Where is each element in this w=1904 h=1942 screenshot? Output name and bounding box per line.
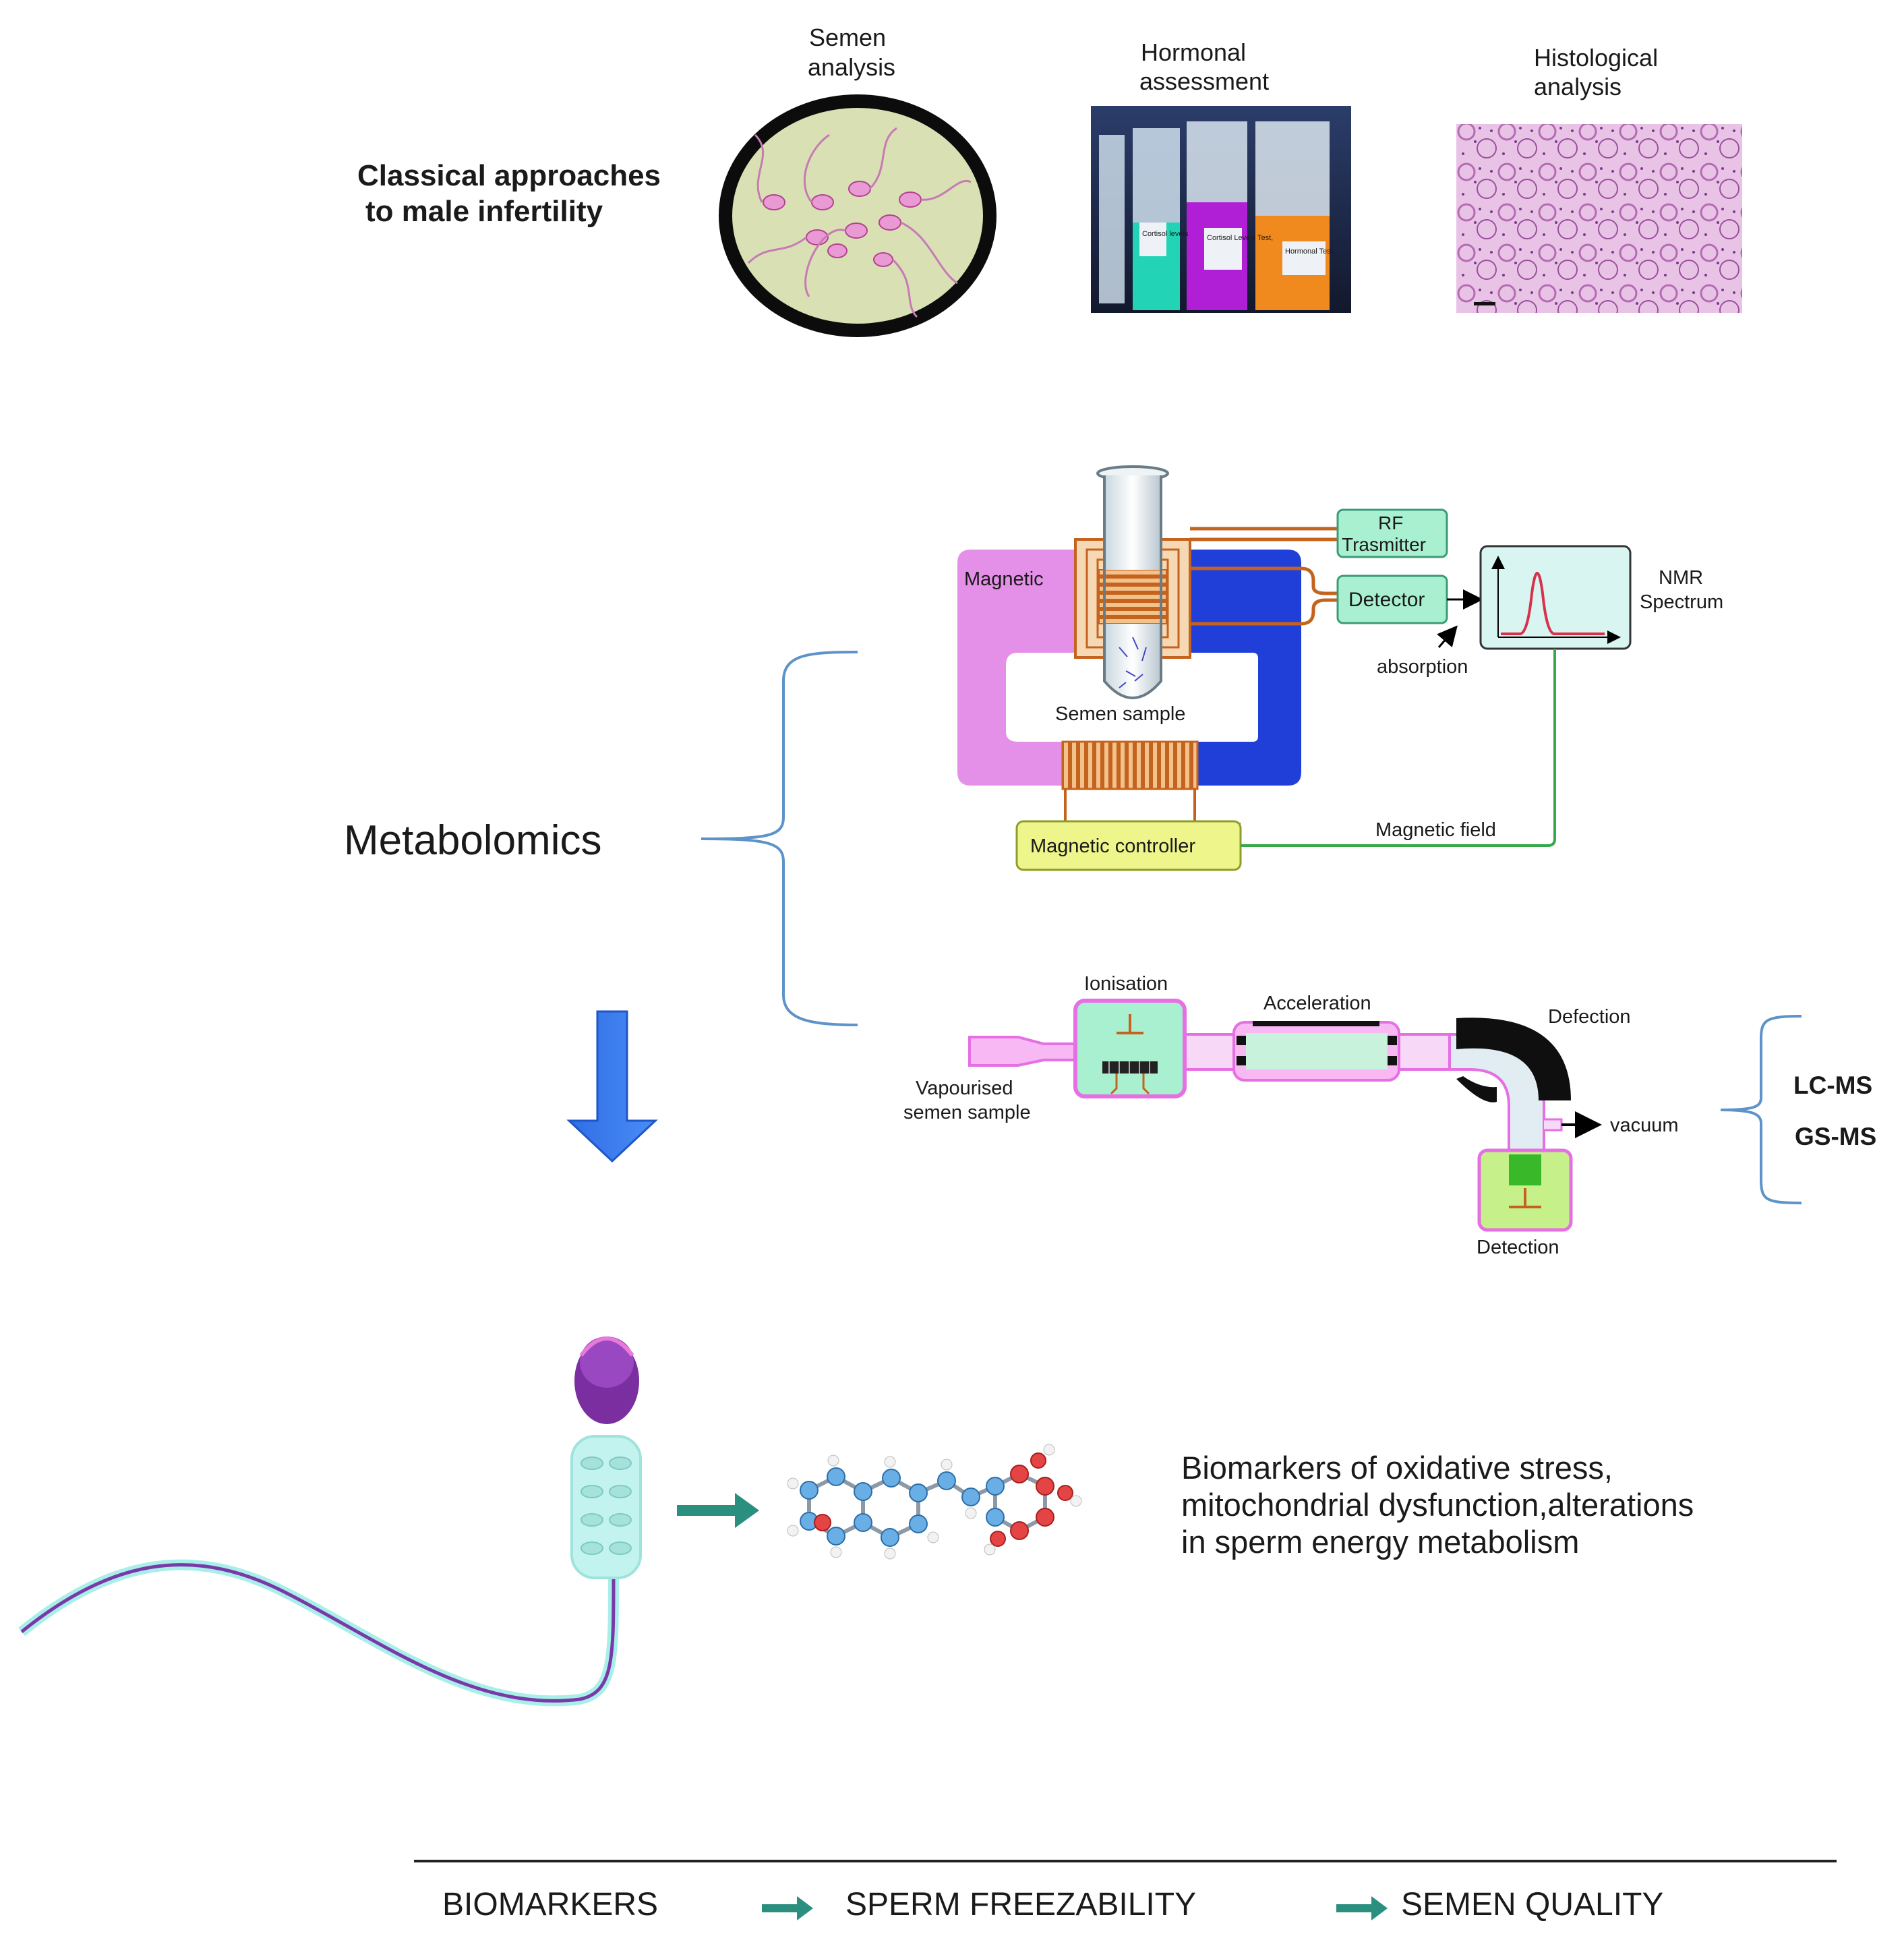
spectrum-peak (1501, 572, 1605, 635)
rf-label-1: RF (1378, 512, 1403, 533)
controller-label: Magnetic controller (1030, 835, 1195, 857)
microscope-view-image (719, 94, 996, 337)
test-tube-icon (1096, 465, 1169, 699)
vapour-label-1: Vapourised (916, 1078, 1013, 1099)
hormone-test-tubes-image: Cortisol levels Cortisol Levels Test, Ho… (1091, 106, 1351, 313)
semen-sample-label: Semen sample (1055, 703, 1185, 725)
acceleration-label: Acceleration (1263, 993, 1371, 1014)
gsms-label: GS-MS (1795, 1123, 1876, 1150)
rf-transmitter-box (1336, 508, 1448, 558)
biomarkers-line1: Biomarkers of oxidative stress, (1181, 1450, 1613, 1485)
down-arrow-icon (566, 1010, 658, 1163)
magnetic-field-line (1241, 649, 1556, 847)
teal-arrow-icon (677, 1493, 759, 1528)
tube-label-3: Hormonal Test, (1285, 247, 1335, 256)
footer-semen-quality: SEMEN QUALITY (1401, 1887, 1663, 1922)
nmr-label-1: NMR (1659, 567, 1703, 589)
inlet-nozzle (968, 1036, 1077, 1067)
detection-label: Detection (1477, 1237, 1559, 1258)
vacuum-label: vacuum (1610, 1115, 1679, 1136)
classical-heading-line2: to male infertility (365, 195, 603, 228)
tube-label-2: Cortisol Levels Test, (1207, 234, 1273, 242)
tube-label-1: Cortisol levels (1142, 230, 1189, 238)
biomarkers-line2: mitochondrial dysfunction,alterations (1181, 1487, 1694, 1523)
lcms-label: LC-MS (1793, 1071, 1872, 1099)
footer-arrow-2-icon (1336, 1896, 1388, 1920)
nmr-diagram: Magnetic Semen sample RF Trasmitter (957, 465, 1723, 871)
rf-label-2: Trasmitter (1342, 534, 1426, 555)
classical-heading-line1: Classical approaches (357, 159, 661, 192)
magnetic-label: Magnetic (964, 568, 1044, 590)
magnet-coil (1061, 740, 1199, 790)
absorption-label: absorption (1377, 656, 1468, 678)
footer-arrow-1-icon (762, 1896, 813, 1920)
histo-label-1: Histological (1534, 44, 1658, 71)
detector-label: Detector (1348, 589, 1425, 611)
magnet-blue-pole (1173, 550, 1301, 786)
footer-biomarkers: BIOMARKERS (442, 1887, 658, 1922)
hormonal-label-2: assessment (1139, 67, 1269, 95)
sperm-midpiece (570, 1435, 642, 1579)
footer-sperm-freezability: SPERM FREEZABILITY (845, 1887, 1196, 1922)
semen-analysis-label-1: Semen (809, 24, 886, 51)
metabolomics-label: Metabolomics (344, 817, 601, 864)
classical-section: Classical approaches to male infertility… (357, 24, 1742, 337)
molecule-icon (787, 1444, 1082, 1560)
ionisation-label: Ionisation (1084, 973, 1168, 995)
sperm-illustration (18, 1336, 642, 1707)
magnetic-field-label: Magnetic field (1375, 819, 1496, 841)
biomarkers-line3: in sperm energy metabolism (1181, 1524, 1579, 1560)
ms-brace (1720, 1015, 1802, 1204)
histo-label-2: analysis (1534, 73, 1622, 100)
deflection-label: Defection (1548, 1006, 1631, 1028)
metabolomics-brace (701, 651, 858, 1026)
vapour-label-2: semen sample (903, 1102, 1031, 1123)
hormonal-label-1: Hormonal (1141, 38, 1246, 66)
histology-slide-image (1456, 124, 1742, 313)
ms-diagram: Vapourised semen sample Ionisation Accel… (903, 973, 1876, 1258)
deflection-magnet (1456, 1018, 1571, 1100)
semen-analysis-label-2: analysis (808, 53, 895, 81)
nmr-label-2: Spectrum (1640, 591, 1723, 613)
